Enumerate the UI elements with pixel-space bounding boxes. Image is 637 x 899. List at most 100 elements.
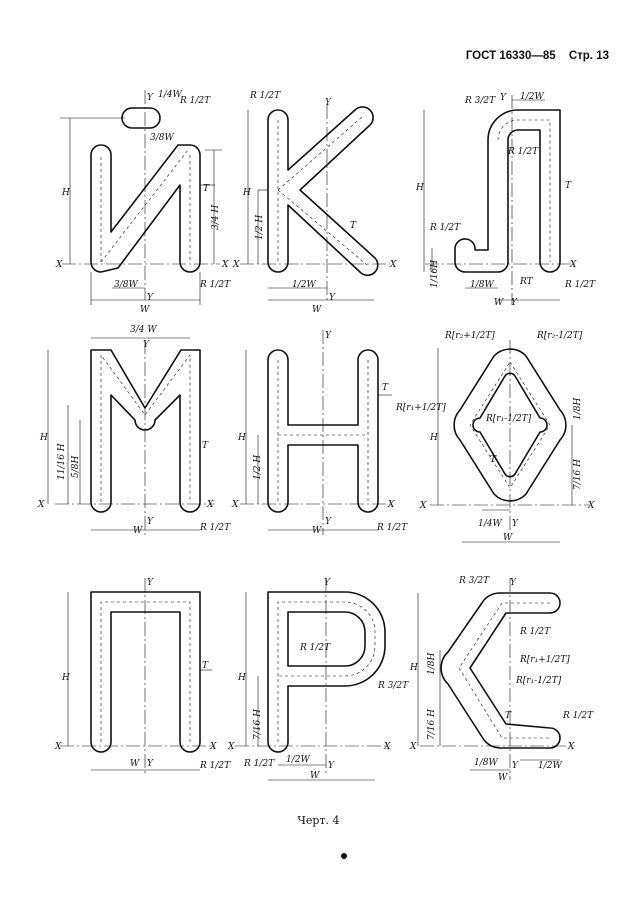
standard-number: ГОСТ 16330—85 (465, 50, 556, 62)
label-n-h: H (237, 433, 246, 443)
label-p-x-right: X (209, 742, 217, 752)
label-r-w: W (310, 771, 320, 781)
label-s-r1-minus: R[r₁-1/2T] (515, 676, 562, 686)
label-i-t: T (203, 184, 210, 194)
label-o-y-bottom: Y (512, 519, 519, 529)
label-s-r-3-2t: R 3/2T (458, 576, 490, 586)
label-i-three-eighth-w-top: 3/8W (150, 133, 174, 143)
label-r-seven-sixteenth-h: 7/16 H (253, 709, 263, 740)
label-m-t: T (202, 441, 209, 451)
label-m-y-bottom: Y (147, 517, 154, 527)
label-m-eleven-sixteenth-h: 11/16 H (57, 443, 67, 480)
page-header: ГОСТ 16330—85 Стр. 13 (456, 50, 609, 62)
letter-l (423, 95, 575, 305)
label-m-w: W (133, 526, 143, 536)
label-o-r-minus: R[r₂-1/2T] (536, 331, 583, 341)
label-l-r-3-2t: R 3/2T (464, 96, 496, 106)
label-s-x-right: X (567, 742, 575, 752)
label-i-three-eighth-w-bottom: 3/8W (114, 280, 138, 290)
label-k-h: H (242, 188, 251, 198)
label-p-r-half-t: R 1/2T (199, 761, 231, 771)
label-k-r-half-t: R 1/2T (249, 91, 281, 101)
label-n-x-right: X (387, 500, 395, 510)
letter-i-short (60, 90, 222, 305)
label-s-half-w: 1/2W (538, 761, 562, 771)
label-o-one-eighth-h: 1/8H (573, 398, 583, 420)
label-m-y: Y (143, 340, 150, 350)
label-s-y: Y (510, 578, 517, 588)
label-s-r1-plus: R[r₁+1/2T] (519, 655, 570, 665)
label-s-eighth-w: 1/8W (474, 758, 498, 768)
label-k-y: Y (325, 98, 332, 108)
label-r-x-right: X (383, 742, 391, 752)
label-p-x-left: X (54, 742, 62, 752)
label-i-x-right: X (221, 260, 229, 270)
label-l-w: W (494, 298, 504, 308)
label-o-t: T (490, 455, 497, 465)
label-i-quarter-w: 1/4W (158, 90, 182, 100)
label-i-r-half-t-top: R 1/2T (179, 96, 211, 106)
label-i-three-quarter-h: 3/4 H (211, 205, 221, 230)
label-o-quarter-w: 1/4W (478, 519, 502, 529)
label-s-one-eighth-h: 1/8H (427, 653, 437, 675)
label-l-h: H (415, 183, 424, 193)
label-s-r-half-t-bottom: R 1/2T (562, 711, 594, 721)
label-o-r1-minus: R[r₁-1/2T] (485, 414, 532, 424)
label-i-y-bottom: Y (147, 293, 154, 303)
label-l-sixteenth-h: 1/16H (430, 260, 440, 288)
label-k-w: W (312, 305, 322, 315)
label-k-half-w: 1/2W (292, 280, 316, 290)
letter-p-cyr (60, 578, 215, 775)
label-o-r1-plus: R[r₁+1/2T] (395, 403, 446, 413)
label-l-y-bottom: Y (511, 298, 518, 308)
label-o-x-left: X (419, 501, 427, 511)
page-dot-mark (341, 853, 347, 859)
label-m-x-left: X (37, 500, 45, 510)
label-m-three-quarter-w: 3/4 W (130, 325, 157, 335)
label-m-five-eighth-h: 5/8H (71, 456, 81, 478)
page-number: Стр. 13 (568, 50, 609, 62)
label-s-r-half-t-top: R 1/2T (519, 627, 551, 637)
label-l-eighth-w: 1/8W (470, 280, 494, 290)
label-o-h: H (429, 433, 438, 443)
label-l-x-right: X (569, 260, 577, 270)
label-n-y: Y (325, 331, 332, 341)
label-n-t: T (382, 383, 389, 393)
label-r-r-3-2t: R 3/2T (377, 681, 409, 691)
figure-caption: Черт. 4 (297, 814, 340, 827)
letter-o (430, 340, 590, 543)
label-l-r-half-t-inner: R 1/2T (507, 147, 539, 157)
label-i-w: W (140, 305, 150, 315)
label-r-x-left: X (227, 742, 235, 752)
label-i-h: H (61, 188, 70, 198)
label-k-x-right: X (389, 260, 397, 270)
label-p-w: W (130, 759, 140, 769)
label-r-h: H (237, 673, 246, 683)
label-s-t: T (505, 711, 512, 721)
label-o-r-plus: R[r₂+1/2T] (444, 331, 495, 341)
label-n-x-left: X (231, 500, 239, 510)
label-l-y: Y (500, 93, 507, 103)
label-r-half-w: 1/2W (286, 755, 310, 765)
letter-m (47, 337, 215, 535)
label-m-h: H (39, 433, 48, 443)
label-i-r-half-t-bottom: R 1/2T (199, 280, 231, 290)
label-s-h: H (409, 663, 418, 673)
label-p-y-bottom: Y (147, 759, 154, 769)
label-l-rt: RT (519, 277, 534, 287)
label-o-x-right: X (587, 501, 595, 511)
label-p-h: H (61, 673, 70, 683)
label-s-seven-sixteenth-h: 7/16 H (427, 709, 437, 740)
letter-r-cyr (235, 578, 390, 781)
label-n-y-bottom: Y (325, 517, 332, 527)
letter-k (240, 105, 390, 301)
label-l-r-half-t-hook: R 1/2T (429, 223, 461, 233)
label-p-t: T (202, 661, 209, 671)
letter-n (240, 330, 392, 535)
label-k-half-h: 1/2 H (255, 215, 265, 240)
label-s-w: W (498, 773, 508, 783)
label-l-t: T (565, 181, 572, 191)
label-k-t: T (350, 221, 357, 231)
label-r-r-half-t: R 1/2T (299, 643, 331, 653)
